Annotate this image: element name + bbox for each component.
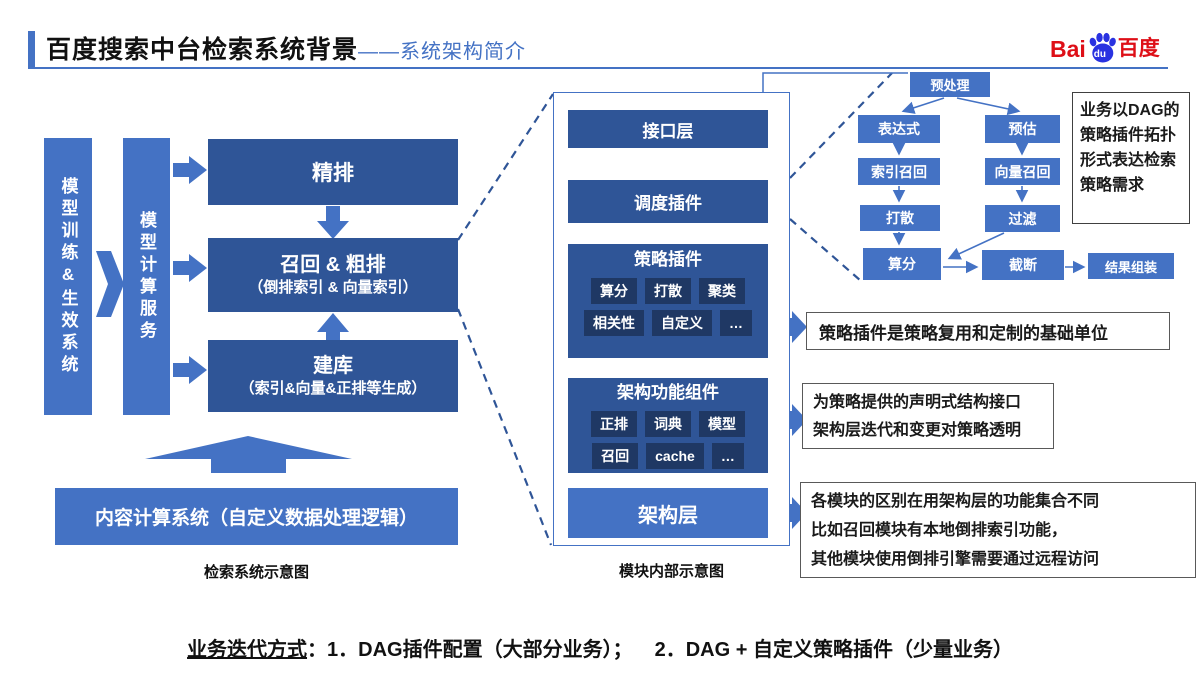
framework-annotation-line: 架构层迭代和变更对策略透明 <box>813 422 1022 439</box>
scheduler-plugin-box: 调度插件 <box>568 180 768 223</box>
framework-annotation: 为策略提供的声明式结构接口 架构层迭代和变更对策略透明 <box>802 383 1054 449</box>
subtitle-text: ——系统架构简介 <box>358 41 527 63</box>
strategy-annotation: 策略插件是策略复用和定制的基础单位 <box>806 312 1170 350</box>
chip-custom: 自定义 <box>652 310 712 336</box>
chip-cache: cache <box>646 443 704 469</box>
strategy-plugin-title: 策略插件 <box>634 250 702 269</box>
arrow-right-icon <box>173 156 207 184</box>
dag-node-index-recall: 索引召回 <box>858 158 940 185</box>
footer-prefix: 业务迭代方式 <box>187 639 308 661</box>
arch-annotation-line: 各模块的区别在用架构层的功能集合不同 <box>811 493 1100 510</box>
footer-item1: ：1．DAG插件配置（大部分业务）； <box>307 639 633 661</box>
dag-node-expression: 表达式 <box>858 115 940 143</box>
index-build-box: 建库 （索引&向量&正排等生成） <box>208 340 458 412</box>
module-caption: 模块内部示意图 <box>618 563 724 580</box>
model-compute-box: 模型计算服务 <box>123 138 170 415</box>
framework-chip-row: 召回 cache … <box>574 443 762 469</box>
framework-annotation-line: 为策略提供的声明式结构接口 <box>813 394 1022 411</box>
arch-annotation-line: 其他模块使用倒排引擎需要通过远程访问 <box>811 551 1100 568</box>
chip-recall: 召回 <box>592 443 639 469</box>
dag-node-estimate: 预估 <box>985 115 1060 143</box>
dag-node-assemble: 结果组装 <box>1088 253 1174 279</box>
strategy-plugin-block: 策略插件 算分 打散 聚类 相关性 自定义 … <box>568 244 768 358</box>
arrow-right-icon <box>173 254 207 282</box>
baidu-paw-icon: du <box>1087 32 1117 64</box>
header-divider <box>28 67 1168 69</box>
chip-model: 模型 <box>699 411 745 437</box>
title-accent-bar <box>28 31 35 67</box>
chevron-right-icon <box>96 251 124 317</box>
footer-note: 业务迭代方式：1．DAG插件配置（大部分业务）； 2．DAG + 自定义策略插件（… <box>0 633 1200 662</box>
logo-bai-text: Bai <box>1050 36 1086 62</box>
dag-note-box: 业务以DAG的策略插件拓扑形式表达检索策略需求 <box>1072 92 1190 224</box>
recall-title: 召回 & 粗排 <box>280 254 386 276</box>
arch-annotation-line: 比如召回模块有本地倒排索引功能， <box>811 522 1068 539</box>
footer-item2: 2．DAG + 自定义策略插件（少量业务） <box>654 639 1013 661</box>
dag-node-truncate: 截断 <box>982 250 1064 280</box>
dag-node-preprocess: 预处理 <box>910 72 990 97</box>
strategy-chip-row: 相关性 自定义 … <box>574 310 762 336</box>
arch-layer-box: 架构层 <box>568 488 768 538</box>
logo-cn-text: 百度 <box>1117 37 1160 60</box>
chip-more: … <box>720 310 752 336</box>
elbow-connector <box>762 72 908 92</box>
arrow-up-wide-icon <box>145 436 352 473</box>
chip-forward-index: 正排 <box>591 411 637 437</box>
chip-dict: 词典 <box>645 411 691 437</box>
model-training-box: 模型训练&生效系统 <box>44 138 92 415</box>
chip-scatter: 打散 <box>645 278 691 304</box>
baidu-logo: Bai du 百度 <box>1050 30 1180 64</box>
dag-node-scatter: 打散 <box>860 205 940 231</box>
interface-layer-box: 接口层 <box>568 110 768 148</box>
dag-node-score: 算分 <box>863 248 941 280</box>
retrieval-system-caption: 检索系统示意图 <box>203 564 309 581</box>
dag-node-filter: 过滤 <box>985 205 1060 232</box>
logo-du-text: du <box>1093 49 1107 60</box>
arrow-up-icon <box>317 313 349 341</box>
title-text: 百度搜索中台检索系统背景 <box>46 36 359 64</box>
framework-title: 架构功能组件 <box>617 383 719 402</box>
arrow-right-icon <box>173 356 207 384</box>
strategy-chip-row: 算分 打散 聚类 <box>574 278 762 304</box>
chip-more: … <box>711 443 744 469</box>
recall-subtitle: （倒排索引 & 向量索引） <box>248 279 418 296</box>
arch-annotation: 各模块的区别在用架构层的功能集合不同 比如召回模块有本地倒排索引功能， 其他模块… <box>800 482 1196 578</box>
recall-rank-box: 召回 & 粗排 （倒排索引 & 向量索引） <box>208 238 458 312</box>
page-title: 百度搜索中台检索系统背景 ——系统架构简介 <box>46 30 946 70</box>
framework-components-block: 架构功能组件 正排 词典 模型 召回 cache … <box>568 378 768 473</box>
chip-relevance: 相关性 <box>584 310 644 336</box>
build-subtitle: （索引&向量&正排等生成） <box>239 380 427 397</box>
arrow-down-icon <box>317 206 349 239</box>
build-title: 建库 <box>313 355 353 377</box>
chip-cluster: 聚类 <box>699 278 745 304</box>
content-compute-box: 内容计算系统（自定义数据处理逻辑） <box>55 488 458 545</box>
framework-chip-row: 正排 词典 模型 <box>574 411 762 437</box>
fine-rank-box: 精排 <box>208 139 458 205</box>
chip-score: 算分 <box>591 278 637 304</box>
dag-node-vector-recall: 向量召回 <box>985 158 1060 185</box>
